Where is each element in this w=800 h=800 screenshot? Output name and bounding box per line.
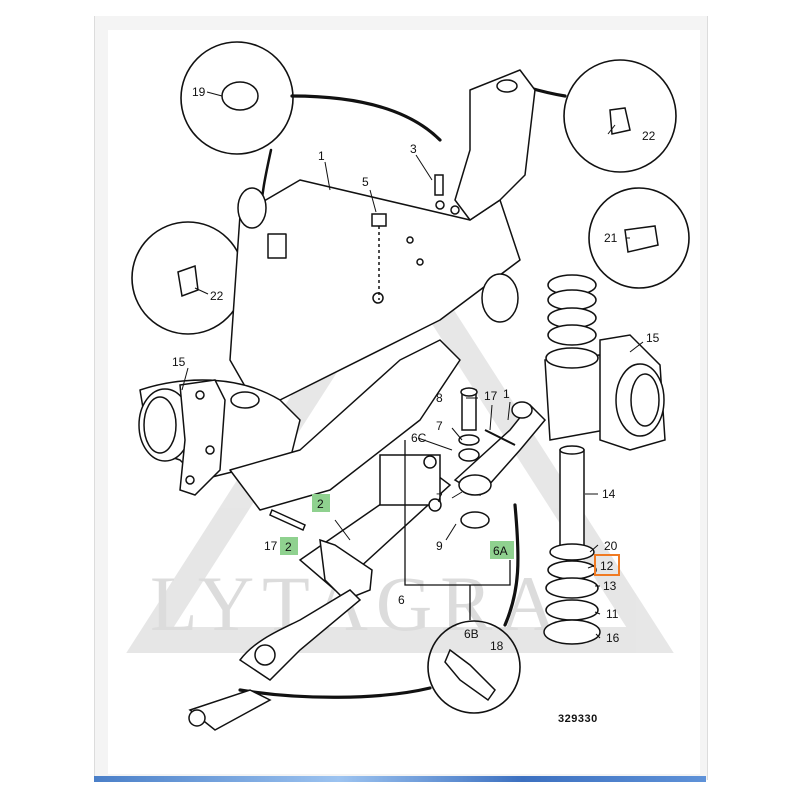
bracket-6 xyxy=(404,440,511,620)
highlight-box-12 xyxy=(594,554,620,576)
detail-circle-19 xyxy=(180,41,294,155)
detail-circle-6b xyxy=(427,620,521,714)
callout-13: 13 xyxy=(603,579,617,593)
plug-21-icon xyxy=(624,225,659,253)
callout-12: 12 xyxy=(600,559,614,573)
callout-3: 3 xyxy=(410,142,417,156)
callout-5: 5 xyxy=(362,175,369,189)
detail-circle-22-top xyxy=(563,59,677,173)
highlight-box-6a xyxy=(490,541,514,559)
leader-lines xyxy=(181,91,644,639)
detail-circles xyxy=(131,41,690,714)
callout-7-upper: 7 xyxy=(436,419,443,433)
callout-1-beam: 1 xyxy=(318,149,325,163)
center-linkage xyxy=(453,387,547,529)
highlight-box-2-top xyxy=(312,494,330,512)
highlight-box-2-left xyxy=(280,537,298,555)
tie-rod xyxy=(188,454,452,731)
callout-6c: 6C xyxy=(411,431,427,445)
callout-18: 18 xyxy=(490,639,504,653)
callout-14: 14 xyxy=(602,487,616,501)
kingpin-stack xyxy=(543,274,666,645)
callout-2-top: 2 xyxy=(317,497,324,511)
callout-11: 11 xyxy=(606,607,619,621)
callout-19: 19 xyxy=(192,85,206,99)
bolts xyxy=(371,174,444,300)
callout-9: 9 xyxy=(436,539,443,553)
grease-nipple-icon xyxy=(177,264,199,298)
grease-nipple-icon xyxy=(609,107,631,135)
callout-15-left: 15 xyxy=(172,355,186,369)
callout-6: 6 xyxy=(398,593,405,607)
callout-21: 21 xyxy=(604,231,618,245)
detail-items xyxy=(177,81,659,702)
callout-8: 8 xyxy=(436,391,443,405)
callout-22-left: 22 xyxy=(210,289,224,303)
callout-6b: 6B xyxy=(464,627,479,641)
cap-19-icon xyxy=(221,81,259,111)
callout-labels: 19 22 1 3 5 21 22 15 15 8 17 1 7 6C 7 9 … xyxy=(172,85,660,653)
callout-16: 16 xyxy=(606,631,620,645)
callout-17-center: 17 xyxy=(484,389,498,403)
grease-fitting-6b-icon xyxy=(444,648,496,702)
callout-22-top: 22 xyxy=(642,129,656,143)
detail-circle-21 xyxy=(588,187,690,289)
drawing-number: 329330 xyxy=(558,713,598,725)
pin-17-left xyxy=(269,508,306,532)
left-hub-15 xyxy=(138,379,226,496)
callout-7-lower: 7 xyxy=(436,491,443,505)
viewer-bottom-bar xyxy=(94,776,706,782)
callout-17-left: 17 xyxy=(264,539,278,553)
callout-15-right: 15 xyxy=(646,331,660,345)
callout-20: 20 xyxy=(604,539,618,553)
callout-6a: 6A xyxy=(493,544,508,558)
callout-2-left: 2 xyxy=(285,540,292,554)
callout-1-center: 1 xyxy=(503,387,510,401)
highlighted-callouts: 2 2 6A 12 xyxy=(280,494,620,576)
